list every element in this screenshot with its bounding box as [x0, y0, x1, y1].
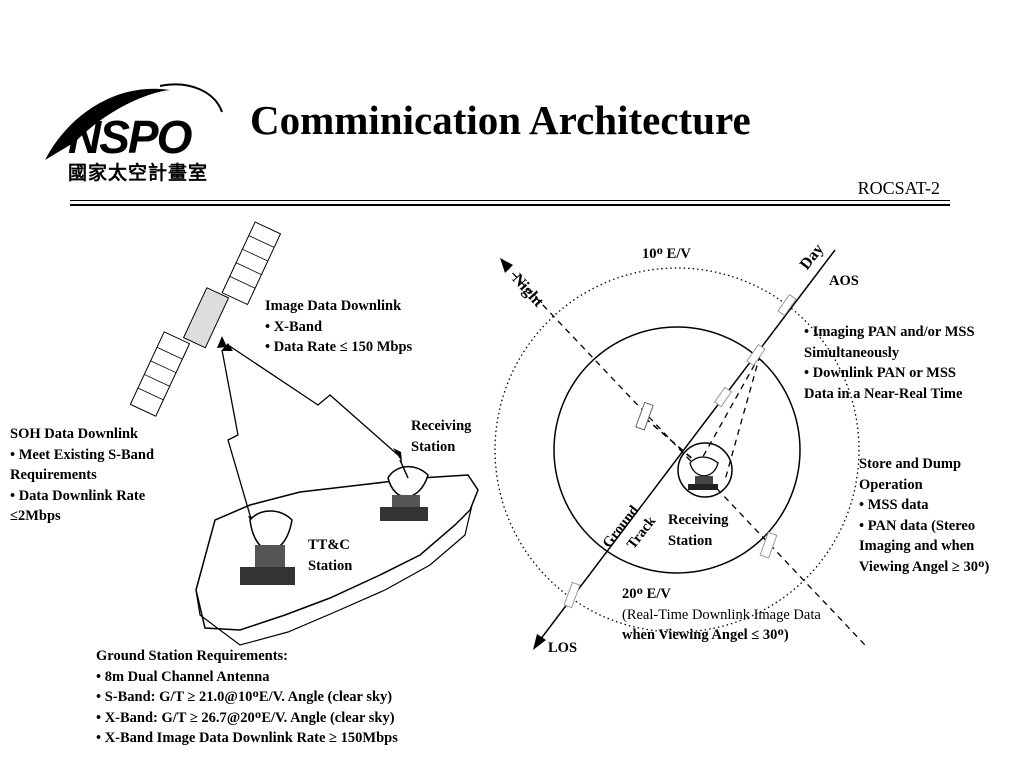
image-downlink-title: Image Data Downlink	[265, 298, 402, 314]
soh-downlink-item: • Meet Existing S-Band	[10, 446, 155, 463]
ground-requirement-item: • X-Band: G/T ≥ 26.7@20ᴼE/V. Angle (clea…	[96, 709, 395, 726]
image-downlink-label: Image Data Downlink • X-Band • Data Rate…	[265, 296, 412, 358]
aos-label: AOS	[829, 273, 859, 289]
ground-requirement-item: • X-Band Image Data Downlink Rate ≥ 150M…	[96, 730, 398, 746]
receiving-station-line: Station	[411, 438, 456, 455]
image-downlink-item: • Data Rate ≤ 150 Mbps	[265, 339, 413, 355]
ttc-station-label: TT&C Station	[308, 535, 352, 576]
soh-downlink-item: ≤2Mbps	[10, 508, 61, 524]
ttc-station-line: Station	[308, 557, 353, 574]
store-dump-line: Store and Dump	[859, 456, 962, 472]
inner-coverage-circle	[553, 326, 801, 574]
receiving-station-line: Station	[668, 532, 713, 549]
ev20-line: (Real-Time Downlink Image Data	[622, 606, 821, 623]
logo-chinese-name: 國家太空計畫室	[68, 163, 209, 184]
page-title: Comminication Architecture	[250, 97, 751, 143]
receiving-station-line: Receiving	[668, 512, 729, 528]
page-subtitle: ROCSAT-2	[857, 178, 940, 198]
ev20-line: 20ᴼ E/V	[622, 586, 671, 602]
ev20-line: when Viewing Angel ≤ 30ᴼ)	[622, 627, 789, 643]
satellite-icon	[129, 221, 282, 417]
ground-requirements-label: Ground Station Requirements: • 8m Dual C…	[96, 646, 398, 749]
soh-downlink-label: SOH Data Downlink • Meet Existing S-Band…	[10, 424, 154, 527]
ev20-label: 20ᴼ E/V (Real-Time Downlink Image Data w…	[622, 584, 821, 646]
image-downlink-item: • X-Band	[265, 318, 323, 335]
ground-track-line	[539, 249, 836, 641]
store-dump-line: • MSS data	[859, 497, 929, 513]
soh-downlink-item: • Data Downlink Rate	[10, 487, 146, 504]
outer-coverage-circle	[494, 267, 860, 633]
ground-requirement-item: • 8m Dual Channel Antenna	[96, 668, 270, 685]
downlink-arrows	[221, 344, 399, 523]
receiving-station-line: Receiving	[411, 418, 472, 434]
imaging-line: • Downlink PAN or MSS	[804, 365, 956, 381]
imaging-line: Data in a Near-Real Time	[804, 385, 963, 402]
ttc-antenna-icon	[240, 510, 295, 585]
store-dump-line: Imaging and when	[859, 538, 975, 554]
ttc-station-line: TT&C	[308, 537, 350, 553]
store-dump-line: Viewing Angel ≥ 30ᴼ)	[859, 558, 990, 575]
station-antenna-icon	[688, 456, 719, 490]
receiving-antenna-icon	[380, 459, 429, 521]
store-dump-line: • PAN data (Stereo	[859, 517, 976, 534]
logo-wordmark: NSPO	[68, 111, 192, 163]
store-dump-line: Operation	[859, 476, 923, 493]
header-rule-bottom	[70, 204, 950, 206]
imaging-line: • Imaging PAN and/or MSS	[804, 324, 975, 340]
los-label: LOS	[548, 640, 578, 656]
right-receiving-station-label: Receiving Station	[668, 510, 728, 551]
track-satellite-icons	[563, 293, 797, 609]
nspo-logo: NSPO 國家太空計畫室	[40, 72, 230, 187]
store-dump-label: Store and Dump Operation • MSS data • PA…	[859, 454, 989, 577]
logo-swoosh-icon	[45, 83, 223, 160]
receiving-station-label: Receiving Station	[411, 416, 471, 457]
ground-requirements-title: Ground Station Requirements:	[96, 648, 289, 664]
imaging-label: • Imaging PAN and/or MSS Simultaneously …	[804, 322, 975, 404]
header-rule-top	[70, 200, 950, 201]
imaging-line: Simultaneously	[804, 344, 900, 361]
station-circle	[677, 442, 733, 498]
soh-downlink-item: Requirements	[10, 467, 97, 483]
ground-requirement-item: • S-Band: G/T ≥ 21.0@10ᴼE/V. Angle (clea…	[96, 689, 393, 705]
ev10-label: 10ᴼ E/V	[642, 246, 691, 262]
soh-downlink-title: SOH Data Downlink	[10, 426, 139, 442]
